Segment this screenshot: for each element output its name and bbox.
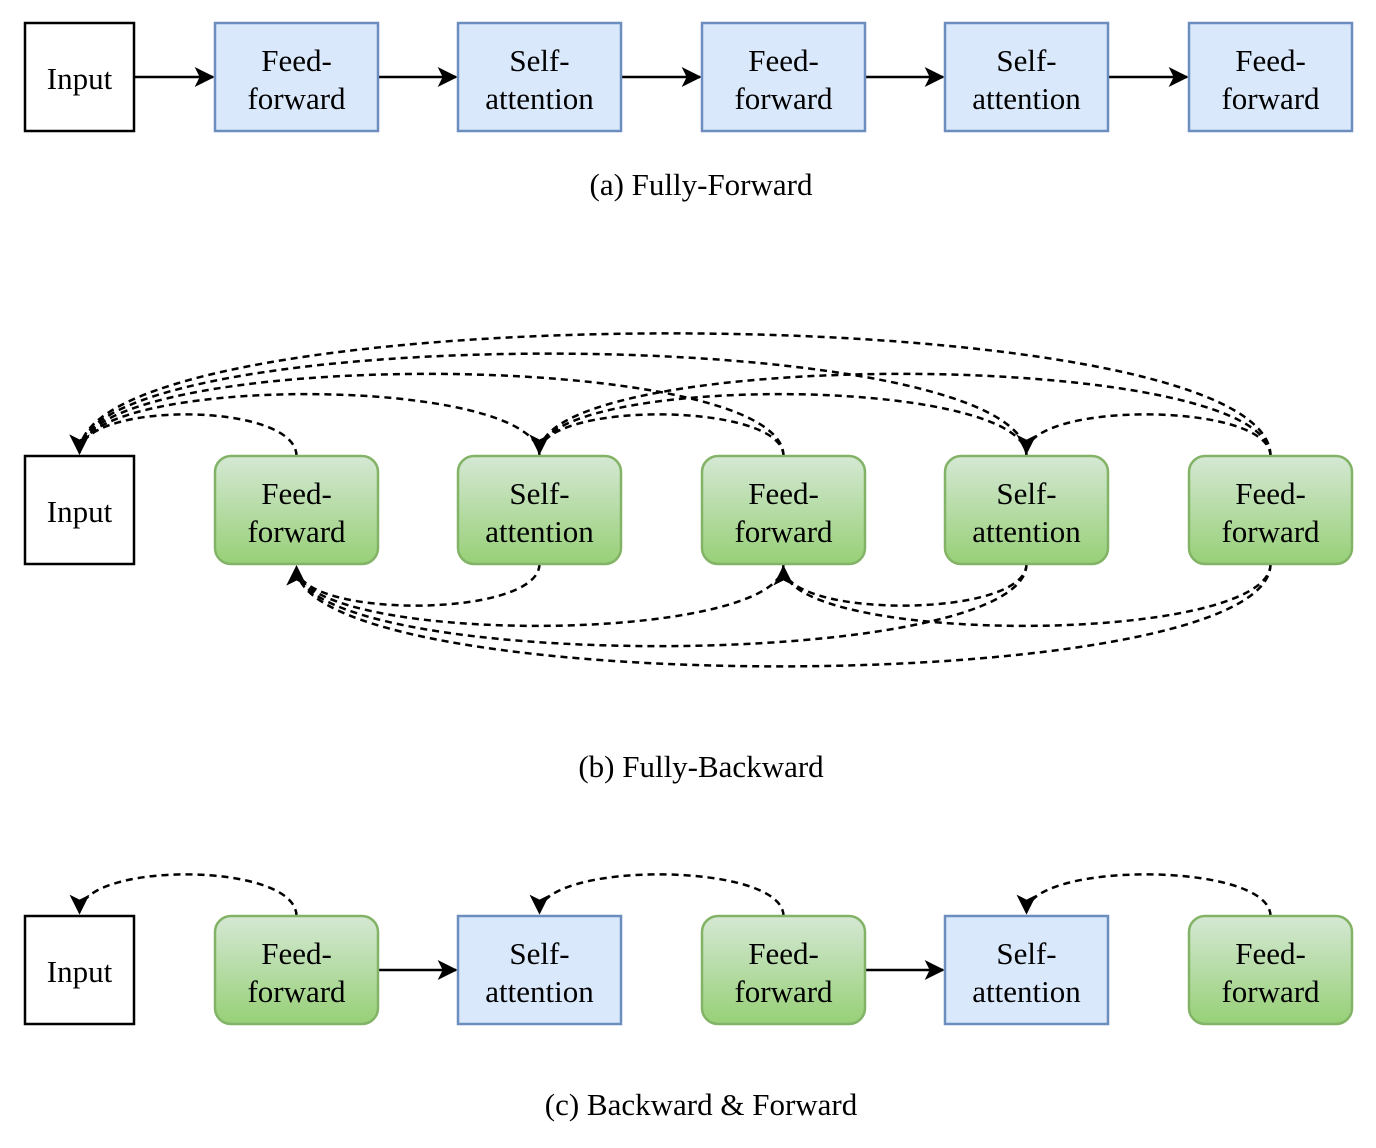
node-feed-forward-3: Feed-forward bbox=[700, 914, 867, 1026]
node-box bbox=[1187, 454, 1354, 566]
backward-arrow-3-to-1 bbox=[286, 563, 785, 628]
node-feed-forward-1: Feed-forward bbox=[213, 914, 380, 1026]
node-feed-forward-3: Feed-forward bbox=[700, 454, 867, 566]
node-self-attention-4: Self-attention bbox=[943, 21, 1110, 133]
edges bbox=[69, 332, 1272, 668]
panel-0: Input Feed-forward Self-attention Feed-forw… bbox=[23, 21, 1354, 202]
node-box bbox=[943, 21, 1110, 133]
node-label-line1: Feed- bbox=[748, 43, 819, 78]
node-box bbox=[700, 454, 867, 566]
node-input-0: Input bbox=[23, 454, 136, 566]
node-label-line2: forward bbox=[734, 514, 833, 549]
node-label-line1: Feed- bbox=[748, 936, 819, 971]
node-label-line2: forward bbox=[247, 81, 346, 116]
node-box bbox=[943, 454, 1110, 566]
node-box bbox=[23, 21, 136, 133]
backward-arrow-1-to-0 bbox=[69, 413, 298, 457]
panel-1: Input Feed-forward Self-attention Feed-forw… bbox=[23, 332, 1354, 784]
backward-arrow-3-to-0 bbox=[69, 372, 785, 457]
backward-arrow-5-to-4 bbox=[1016, 873, 1272, 917]
node-box bbox=[700, 914, 867, 1026]
node-feed-forward-3: Feed-forward bbox=[700, 21, 867, 133]
node-feed-forward-1: Feed-forward bbox=[213, 454, 380, 566]
backward-arrow-2-to-1 bbox=[286, 563, 541, 607]
node-label: Input bbox=[47, 494, 113, 529]
node-label-line1: Self- bbox=[509, 936, 569, 971]
node-box bbox=[700, 21, 867, 133]
node-feed-forward-5: Feed-forward bbox=[1187, 914, 1354, 1026]
node-label-line1: Feed- bbox=[1235, 936, 1306, 971]
node-self-attention-2: Self-attention bbox=[456, 454, 623, 566]
node-label: Input bbox=[47, 61, 113, 96]
node-label-line2: attention bbox=[972, 514, 1081, 549]
node-label-line1: Self- bbox=[996, 476, 1056, 511]
backward-arrow-3-to-2 bbox=[529, 873, 785, 917]
backward-arrow-4-to-1 bbox=[286, 563, 1028, 648]
node-feed-forward-1: Feed-forward bbox=[213, 21, 380, 133]
backward-arrow-4-to-3 bbox=[773, 563, 1028, 607]
node-feed-forward-5: Feed-forward bbox=[1187, 21, 1354, 133]
node-label-line2: forward bbox=[1221, 81, 1320, 116]
node-self-attention-4: Self-attention bbox=[943, 454, 1110, 566]
node-label-line2: forward bbox=[1221, 514, 1320, 549]
node-label-line2: attention bbox=[972, 974, 1081, 1009]
node-label-line2: forward bbox=[247, 974, 346, 1009]
panel-caption: (b) Fully-Backward bbox=[578, 749, 824, 784]
node-label-line1: Feed- bbox=[261, 476, 332, 511]
edges bbox=[69, 873, 1272, 980]
node-feed-forward-5: Feed-forward bbox=[1187, 454, 1354, 566]
backward-arrow-5-to-1 bbox=[286, 563, 1272, 668]
node-box bbox=[456, 454, 623, 566]
backward-arrow-5-to-3 bbox=[773, 563, 1272, 628]
node-label-line1: Self- bbox=[509, 43, 569, 78]
node-label-line1: Feed- bbox=[261, 936, 332, 971]
node-box bbox=[213, 914, 380, 1026]
node-label-line2: forward bbox=[734, 81, 833, 116]
node-label-line2: forward bbox=[247, 514, 346, 549]
node-box bbox=[23, 454, 136, 566]
node-label-line1: Feed- bbox=[261, 43, 332, 78]
node-input-0: Input bbox=[23, 21, 136, 133]
node-label-line2: forward bbox=[1221, 974, 1320, 1009]
node-box bbox=[943, 914, 1110, 1026]
node-box bbox=[1187, 914, 1354, 1026]
node-box bbox=[456, 914, 623, 1026]
node-box bbox=[23, 914, 136, 1026]
node-label-line1: Self- bbox=[996, 43, 1056, 78]
node-label-line2: forward bbox=[734, 974, 833, 1009]
node-self-attention-2: Self-attention bbox=[456, 914, 623, 1026]
node-label-line1: Feed- bbox=[748, 476, 819, 511]
node-box bbox=[213, 21, 380, 133]
node-self-attention-4: Self-attention bbox=[943, 914, 1110, 1026]
panel-caption: (a) Fully-Forward bbox=[590, 167, 813, 202]
backward-arrow-3-to-2 bbox=[529, 413, 785, 457]
backward-arrow-5-to-0 bbox=[69, 332, 1272, 457]
panel-2: Input Feed-forward Self-attention Feed-forw… bbox=[23, 873, 1354, 1122]
node-label-line2: attention bbox=[485, 974, 594, 1009]
backward-arrow-4-to-0 bbox=[69, 352, 1028, 457]
node-box bbox=[213, 454, 380, 566]
node-label: Input bbox=[47, 954, 113, 989]
node-box bbox=[456, 21, 623, 133]
node-label-line2: attention bbox=[972, 81, 1081, 116]
node-label-line2: attention bbox=[485, 81, 594, 116]
backward-arrow-5-to-4 bbox=[1016, 413, 1272, 457]
node-box bbox=[1187, 21, 1354, 133]
node-label-line1: Self- bbox=[996, 936, 1056, 971]
node-label-line1: Self- bbox=[509, 476, 569, 511]
backward-arrow-5-to-2 bbox=[529, 372, 1272, 457]
backward-arrow-1-to-0 bbox=[69, 873, 298, 917]
backward-arrow-2-to-0 bbox=[69, 392, 541, 457]
node-label-line1: Feed- bbox=[1235, 43, 1306, 78]
node-label-line1: Feed- bbox=[1235, 476, 1306, 511]
panel-caption: (c) Backward & Forward bbox=[545, 1087, 858, 1122]
node-input-0: Input bbox=[23, 914, 136, 1026]
node-label-line2: attention bbox=[485, 514, 594, 549]
backward-arrow-4-to-2 bbox=[529, 392, 1028, 457]
node-self-attention-2: Self-attention bbox=[456, 21, 623, 133]
